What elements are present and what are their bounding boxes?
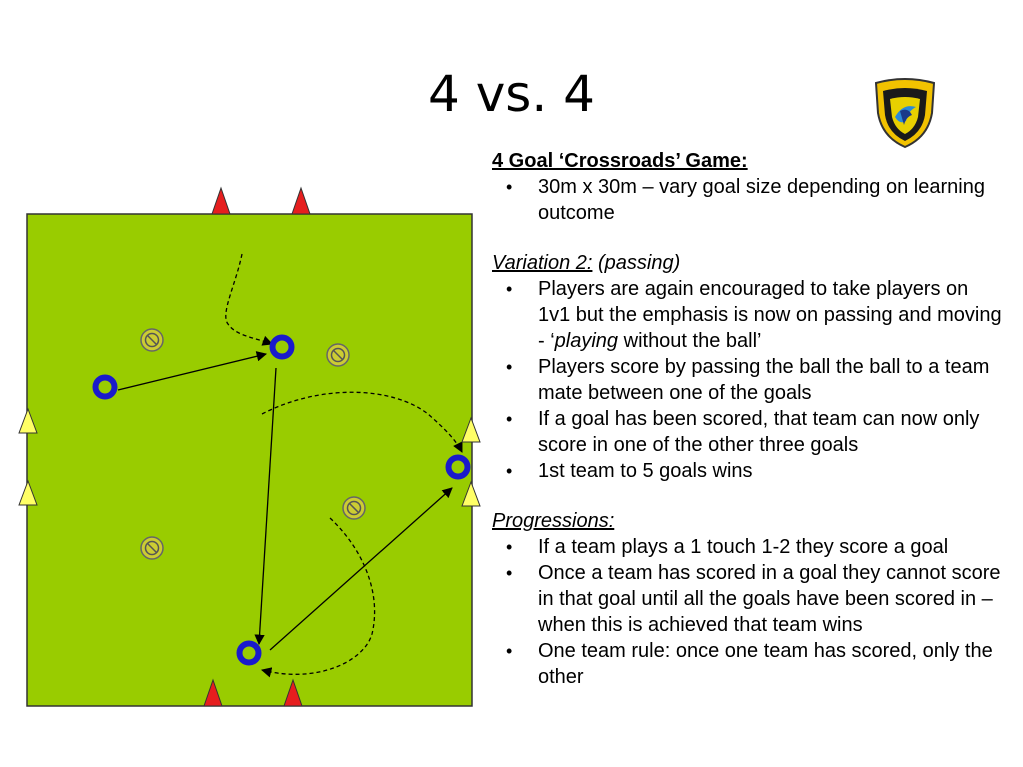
list-item-text: without the ball’	[618, 330, 762, 352]
cone-icon	[283, 678, 303, 707]
attacker-ring-icon	[445, 454, 471, 480]
list-item: Players are again encouraged to take pla…	[492, 276, 1002, 354]
list-item: If a team plays a 1 touch 1-2 they score…	[492, 534, 1002, 560]
progressions-heading: Progressions:	[492, 508, 1002, 534]
attacker-ring	[269, 334, 295, 360]
attackers	[92, 334, 471, 666]
attacker-ring-icon	[269, 334, 295, 360]
club-crest-icon	[874, 78, 936, 149]
defenders	[140, 328, 366, 560]
defender-ring	[330, 347, 346, 363]
pitch-field	[26, 213, 473, 707]
dribble-run	[225, 253, 273, 346]
list-item: 1st team to 5 goals wins	[492, 458, 1002, 484]
list-item: Players score by passing the ball the ba…	[492, 354, 1002, 406]
pass-arrow	[254, 367, 277, 646]
cone-icon	[18, 407, 38, 434]
dribble-runs	[225, 253, 463, 678]
attacker-ring	[445, 454, 471, 480]
dribble-run	[260, 517, 376, 678]
defender-ring	[144, 332, 160, 348]
goal-cones	[18, 186, 481, 707]
defender-slash	[332, 349, 344, 361]
defender-slash	[146, 334, 158, 346]
attacker-ring	[92, 374, 118, 400]
variation-list: Players are again encouraged to take pla…	[492, 276, 1002, 484]
defender-disc-icon	[140, 536, 164, 560]
attacker-ring	[236, 640, 262, 666]
slide-title: 4 vs. 4	[428, 65, 595, 123]
list-item: If a goal has been scored, that team can…	[492, 406, 1002, 458]
defender-slash	[146, 542, 158, 554]
attacker-ring-icon	[92, 374, 118, 400]
list-item-text: Players are again encouraged to take pla…	[538, 278, 1002, 352]
cone-icon	[291, 186, 311, 215]
setup-list: 30m x 30m – vary goal size depending on …	[492, 174, 1002, 226]
variation-label: Variation 2:	[492, 252, 593, 274]
variation-note: (passing)	[592, 252, 681, 274]
progressions-list: If a team plays a 1 touch 1-2 they score…	[492, 534, 1002, 690]
instructions-panel: 4 Goal ‘Crossroads’ Game: 30m x 30m – va…	[492, 148, 1002, 690]
progressions-label: Progressions:	[492, 510, 615, 532]
pass-arrows	[117, 351, 453, 651]
pitch-area	[26, 213, 473, 707]
list-item: Once a team has scored in a goal they ca…	[492, 560, 1002, 638]
dribble-run	[261, 391, 463, 453]
cone-icon	[211, 186, 231, 215]
variation-heading: Variation 2: (passing)	[492, 250, 1002, 276]
cone-icon	[203, 678, 223, 707]
defender-disc-icon	[140, 328, 164, 352]
defender-ring	[346, 500, 362, 516]
defender-disc-icon	[326, 343, 350, 367]
defender-ring	[144, 540, 160, 556]
list-item: One team rule: once one team has scored,…	[492, 638, 1002, 690]
defender-slash	[348, 502, 360, 514]
cone-icon	[461, 416, 481, 443]
cone-icon	[461, 480, 481, 507]
emphasis-text: playing	[554, 330, 619, 352]
pass-arrow	[269, 487, 453, 651]
list-item: 30m x 30m – vary goal size depending on …	[492, 174, 1002, 226]
game-heading: 4 Goal ‘Crossroads’ Game:	[492, 150, 748, 172]
attacker-ring-icon	[236, 640, 262, 666]
pass-arrow	[117, 351, 268, 391]
cone-icon	[18, 479, 38, 506]
defender-disc-icon	[342, 496, 366, 520]
